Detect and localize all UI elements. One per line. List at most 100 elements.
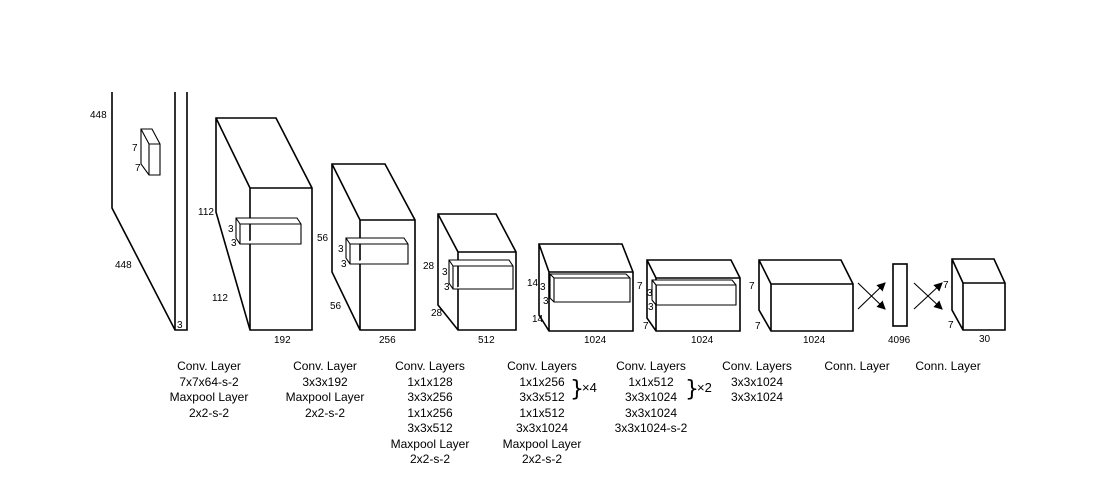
conv-block-6: 7 7 1024 xyxy=(749,259,854,346)
conv-block-4: 14 14 1024 3 3 xyxy=(527,243,634,346)
input-height-label: 448 xyxy=(90,110,107,121)
caption-4-line-7: 2x2-s-2 xyxy=(522,452,562,466)
output-label-a: 7 xyxy=(943,280,949,291)
caption-6-line-1: Conv. Layers xyxy=(722,359,792,373)
block-4-width-label: 14 xyxy=(532,314,544,325)
block-6-volume xyxy=(758,259,854,332)
block-1-kernel-label-b: 3 xyxy=(231,238,237,249)
conv-block-1: 112 112 192 3 3 xyxy=(198,117,313,346)
block-1-kernel xyxy=(235,217,302,245)
caption-8-line-1: Conn. Layer xyxy=(915,359,980,373)
block-5-height-label: 7 xyxy=(637,281,643,292)
fc-layer-4096: 4096 xyxy=(888,263,911,346)
block-2-width-label: 56 xyxy=(330,301,342,312)
output-layer: 7 7 30 xyxy=(943,258,1006,345)
input-kernel-label-a: 7 xyxy=(132,143,138,154)
block-4-height-label: 14 xyxy=(527,278,539,289)
block-1-height-label: 112 xyxy=(198,207,214,218)
caption-2-line-4: 2x2-s-2 xyxy=(305,406,345,420)
block-2-depth-label: 256 xyxy=(379,335,396,346)
block-4-depth-label: 1024 xyxy=(584,335,607,346)
fc-layer-bar xyxy=(892,263,908,327)
fc-layer-size-label: 4096 xyxy=(888,335,911,346)
caption-4-repeat-count: ×4 xyxy=(582,380,597,395)
caption-5-repeat-count: ×2 xyxy=(697,380,712,395)
caption-4-line-5: 3x3x1024 xyxy=(516,421,568,435)
caption-3-line-3: 3x3x256 xyxy=(407,390,453,404)
caption-5-line-3: 3x3x1024 xyxy=(625,390,677,404)
fc-connection-1 xyxy=(857,282,886,310)
caption-1: Conv. Layer 7x7x64-s-2 Maxpool Layer 2x2… xyxy=(170,359,249,420)
block-1-volume xyxy=(215,117,313,331)
caption-6-line-2: 3x3x1024 xyxy=(731,375,783,389)
caption-5: Conv. Layers 1x1x512 3x3x1024 3x3x1024 3… xyxy=(615,359,712,435)
block-3-kernel-label-a: 3 xyxy=(442,267,448,278)
caption-1-line-3: Maxpool Layer xyxy=(170,390,249,404)
block-5-kernel-label-b: 3 xyxy=(648,302,654,313)
block-5-width-label: 7 xyxy=(643,321,649,332)
block-3-kernel xyxy=(448,259,514,290)
caption-1-line-1: Conv. Layer xyxy=(177,359,241,373)
output-depth-label: 30 xyxy=(979,334,991,345)
block-2-volume xyxy=(331,163,416,331)
block-5-depth-label: 1024 xyxy=(691,335,714,346)
block-2-kernel-label-b: 3 xyxy=(341,259,347,270)
caption-2-line-2: 3x3x192 xyxy=(302,375,348,389)
caption-5-line-5: 3x3x1024-s-2 xyxy=(615,421,688,435)
caption-4: Conv. Layers 1x1x256 3x3x512 1x1x512 3x3… xyxy=(503,359,597,466)
block-4-kernel-label-b: 3 xyxy=(543,296,549,307)
caption-7-line-1: Conn. Layer xyxy=(824,359,889,373)
input-depth-label: 3 xyxy=(177,320,183,331)
caption-1-line-2: 7x7x64-s-2 xyxy=(179,375,239,389)
caption-3: Conv. Layers 1x1x128 3x3x256 1x1x256 3x3… xyxy=(391,359,470,466)
block-6-height-label: 7 xyxy=(749,281,755,292)
caption-5-line-2: 1x1x512 xyxy=(628,375,674,389)
block-2-kernel xyxy=(345,237,409,265)
caption-5-repeat-brace: } xyxy=(685,377,699,402)
block-1-kernel-label-a: 3 xyxy=(228,224,234,235)
caption-2-line-1: Conv. Layer xyxy=(293,359,357,373)
block-3-depth-label: 512 xyxy=(478,335,495,346)
caption-3-line-4: 1x1x256 xyxy=(407,406,453,420)
caption-4-line-6: Maxpool Layer xyxy=(503,437,582,451)
block-3-volume xyxy=(437,213,517,331)
caption-3-line-5: 3x3x512 xyxy=(407,421,453,435)
block-5-kernel xyxy=(651,279,737,306)
block-3-kernel-label-b: 3 xyxy=(444,282,450,293)
block-6-width-label: 7 xyxy=(755,321,761,332)
input-volume xyxy=(111,92,188,331)
output-volume xyxy=(951,258,1006,331)
output-label-b: 7 xyxy=(948,320,954,331)
caption-1-line-4: 2x2-s-2 xyxy=(189,406,229,420)
caption-3-line-6: Maxpool Layer xyxy=(391,437,470,451)
block-4-volume xyxy=(538,243,634,332)
caption-4-line-1: Conv. Layers xyxy=(507,359,577,373)
input-layer: 448 448 3 7 7 xyxy=(90,92,188,331)
caption-2-line-3: Maxpool Layer xyxy=(286,390,365,404)
caption-5-line-4: 3x3x1024 xyxy=(625,406,677,420)
caption-4-repeat-brace: } xyxy=(570,377,584,402)
caption-6-line-3: 3x3x1024 xyxy=(731,390,783,404)
block-4-kernel-label-a: 3 xyxy=(540,282,546,293)
block-3-width-label: 28 xyxy=(431,308,443,319)
caption-7: Conn. Layer xyxy=(824,359,889,373)
conv-block-2: 56 56 256 3 3 xyxy=(317,163,416,346)
caption-2: Conv. Layer 3x3x192 Maxpool Layer 2x2-s-… xyxy=(286,359,365,420)
block-5-kernel-label-a: 3 xyxy=(647,288,653,299)
input-kernel xyxy=(140,128,161,176)
block-2-height-label: 56 xyxy=(317,233,329,244)
caption-3-line-1: Conv. Layers xyxy=(395,359,465,373)
caption-3-line-2: 1x1x128 xyxy=(407,375,453,389)
input-width-label: 448 xyxy=(115,260,132,271)
caption-4-line-3: 3x3x512 xyxy=(519,390,565,404)
caption-5-line-1: Conv. Layers xyxy=(616,359,686,373)
block-2-kernel-label-a: 3 xyxy=(338,244,344,255)
block-1-depth-label: 192 xyxy=(274,335,291,346)
input-kernel-label-b: 7 xyxy=(135,163,141,174)
fc-connection-2 xyxy=(913,282,943,310)
caption-4-line-2: 1x1x256 xyxy=(519,375,565,389)
caption-6: Conv. Layers 3x3x1024 3x3x1024 xyxy=(722,359,792,404)
block-4-kernel xyxy=(549,273,631,303)
caption-4-line-4: 1x1x512 xyxy=(519,406,565,420)
